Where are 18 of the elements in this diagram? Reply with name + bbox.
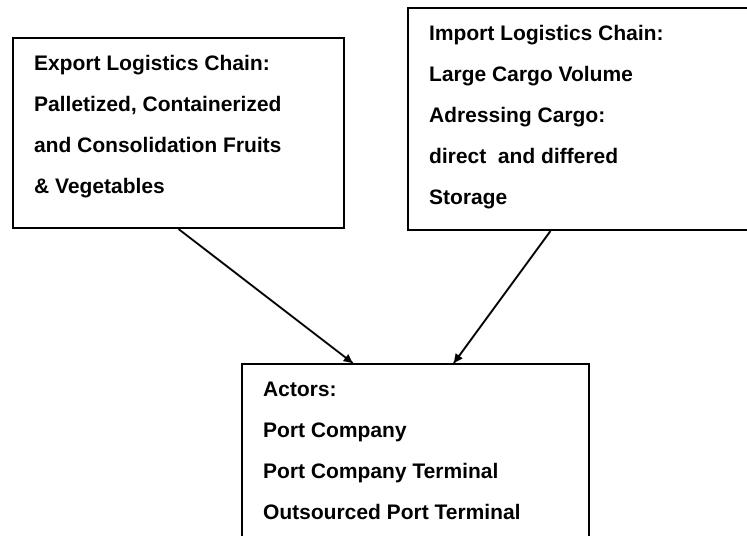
box-text: Port Company Terminal xyxy=(263,459,500,485)
box-text: and Consolidation Fruits xyxy=(34,133,282,159)
box-text: Storage xyxy=(429,185,508,211)
arrow xyxy=(178,228,354,364)
box-text: Outsourced Port Terminal xyxy=(263,500,522,526)
box-text: Adressing Cargo: xyxy=(429,103,606,129)
box-text: direct and differed xyxy=(429,144,620,170)
export-chain-box xyxy=(12,37,345,229)
box-text: Export Logistics Chain: xyxy=(34,51,271,77)
box-text: & Vegetables xyxy=(34,174,166,200)
box-text: Large Cargo Volume xyxy=(429,62,634,88)
box-text: Actors: xyxy=(263,377,338,403)
actors-box xyxy=(241,363,590,536)
box-text: Palletized, Containerized xyxy=(34,92,282,118)
import-chain-box xyxy=(407,7,747,231)
box-text: Import Logistics Chain: xyxy=(429,21,665,47)
box-text: Port Company xyxy=(263,418,408,444)
arrow xyxy=(453,230,552,364)
